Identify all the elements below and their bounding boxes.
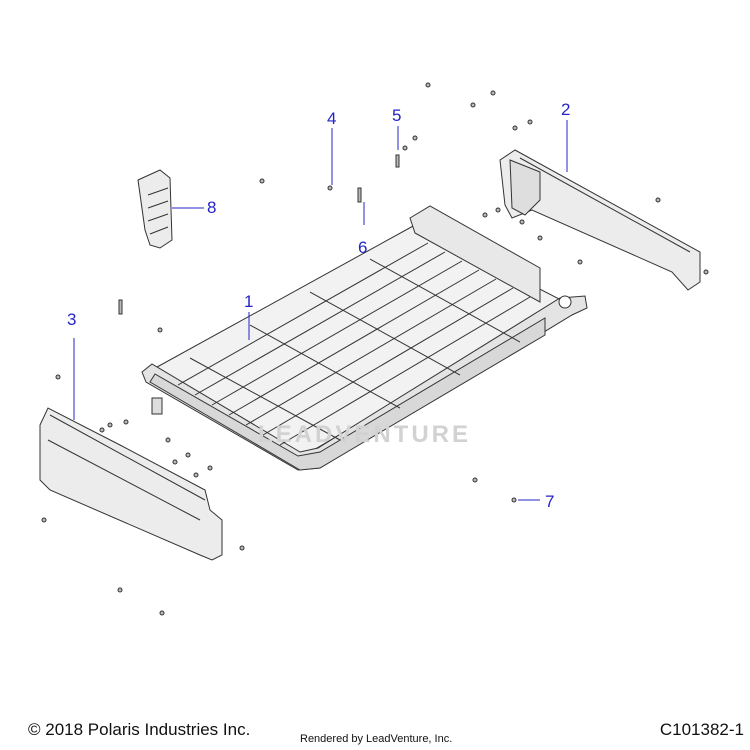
rivet [425,82,431,88]
rivet [259,178,265,184]
rivet [482,212,488,218]
rivet [519,219,525,225]
rivet [577,259,583,265]
rivet [472,477,478,483]
rivet [703,269,709,275]
rivet [172,459,178,465]
rivet [412,135,418,141]
rivet [123,419,129,425]
rivet [185,452,191,458]
screw [357,187,362,203]
screw [395,154,400,168]
cargo-box-bed [141,205,588,471]
callout-1: 1 [244,292,254,311]
watermark: LEADVENTURE [258,421,472,448]
rivet [99,427,105,433]
right-side-rail [499,149,701,291]
copyright-text: © 2018 Polaris Industries Inc. [28,720,251,739]
rivet [495,207,501,213]
bracket [137,169,173,249]
rivet [107,422,113,428]
rivet [327,185,333,191]
callout-7: 7 [545,492,555,511]
rivet [207,465,213,471]
rivet [165,437,171,443]
rivet [159,610,165,616]
rivet [470,102,476,108]
fasteners [41,82,709,616]
rivet [655,197,661,203]
rivet [490,90,496,96]
leader-lines [73,120,568,501]
callout-4: 4 [327,109,337,128]
rivet [527,119,533,125]
callout-5: 5 [392,106,402,125]
left-side-rail [39,407,223,561]
rivet [41,517,47,523]
callout-8: 8 [207,198,217,217]
rivet [157,327,163,333]
rivet [239,545,245,551]
part-code: C101382-1 [659,720,744,739]
rivet [512,125,518,131]
screw [118,299,123,315]
rivet [402,145,408,151]
rivet [117,587,123,593]
rivet [537,235,543,241]
rivet [511,497,517,503]
callout-2: 2 [561,100,571,119]
callout-6: 6 [358,238,368,257]
rendered-by-text: Rendered by LeadVenture, Inc. [300,733,453,745]
rivet [55,374,61,380]
callout-3: 3 [67,310,77,329]
rivet [193,472,199,478]
